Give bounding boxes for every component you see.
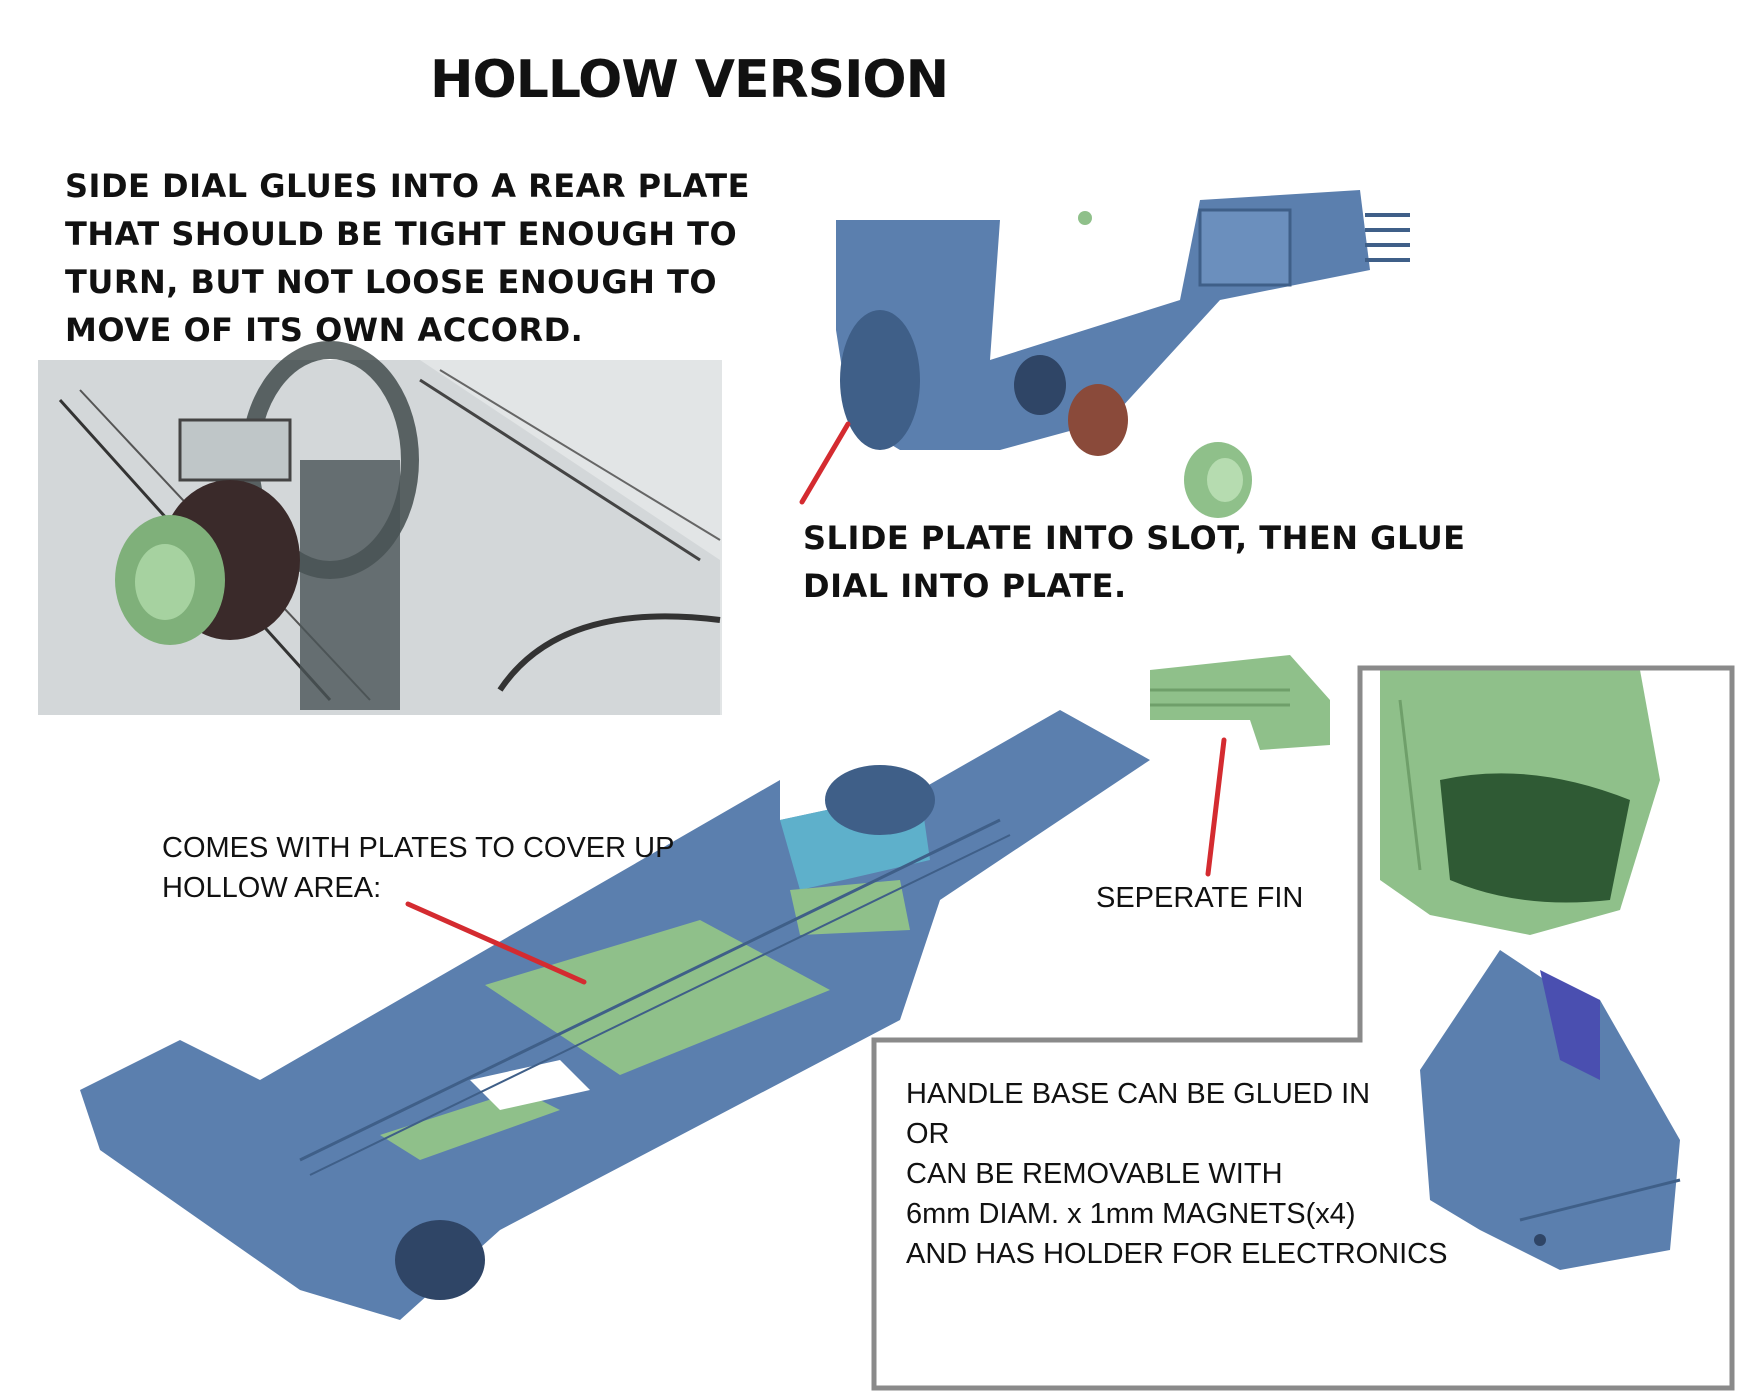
side-dial-note: SIDE DIAL GLUES INTO A REAR PLATE THAT S… [65,162,750,354]
fin-note: SEPERATE FIN [1096,882,1304,914]
side-dial-note-line: SIDE DIAL GLUES INTO A REAR PLATE [65,167,750,205]
handle-note-line: 6mm DIAM. x 1mm MAGNETS(x4) [906,1198,1356,1230]
pointer-lines [405,421,1227,985]
side-dial-note-line: TURN, BUT NOT LOOSE ENOUGH TO [65,263,718,301]
handle-note-line: HANDLE BASE CAN BE GLUED IN [906,1078,1371,1110]
side-dial-note-line: THAT SHOULD BE TIGHT ENOUGH TO [65,215,738,253]
plates-note: COMES WITH PLATES TO COVER UP HOLLOW ARE… [162,828,674,908]
handle-note: HANDLE BASE CAN BE GLUED IN OR CAN BE RE… [906,1074,1447,1274]
slide-plate-note: SLIDE PLATE INTO SLOT, THEN GLUE DIAL IN… [803,514,1466,610]
pointer-slot [799,421,851,505]
side-dial-note-line: MOVE OF ITS OWN ACCORD. [65,311,584,349]
handle-render [1380,670,1681,1270]
handle-note-line: OR [906,1118,950,1150]
pointer-plates [405,901,587,985]
plates-note-line: HOLLOW AREA: [162,872,382,904]
page-title: HOLLOW VERSION [430,50,949,110]
plates-note-line: COMES WITH PLATES TO COVER UP [162,832,675,864]
handle-note-line: AND HAS HOLDER FOR ELECTRONICS [906,1238,1448,1270]
hollow-body-render [80,655,1330,1320]
dial-closeup-render [38,341,722,715]
slide-plate-note-line: SLIDE PLATE INTO SLOT, THEN GLUE [803,519,1466,557]
dial-exploded-render [836,190,1410,518]
handle-note-line: CAN BE REMOVABLE WITH [906,1158,1283,1190]
slide-plate-note-line: DIAL INTO PLATE. [803,567,1127,605]
pointer-fin [1205,737,1227,877]
handle-frame [871,665,1735,1391]
